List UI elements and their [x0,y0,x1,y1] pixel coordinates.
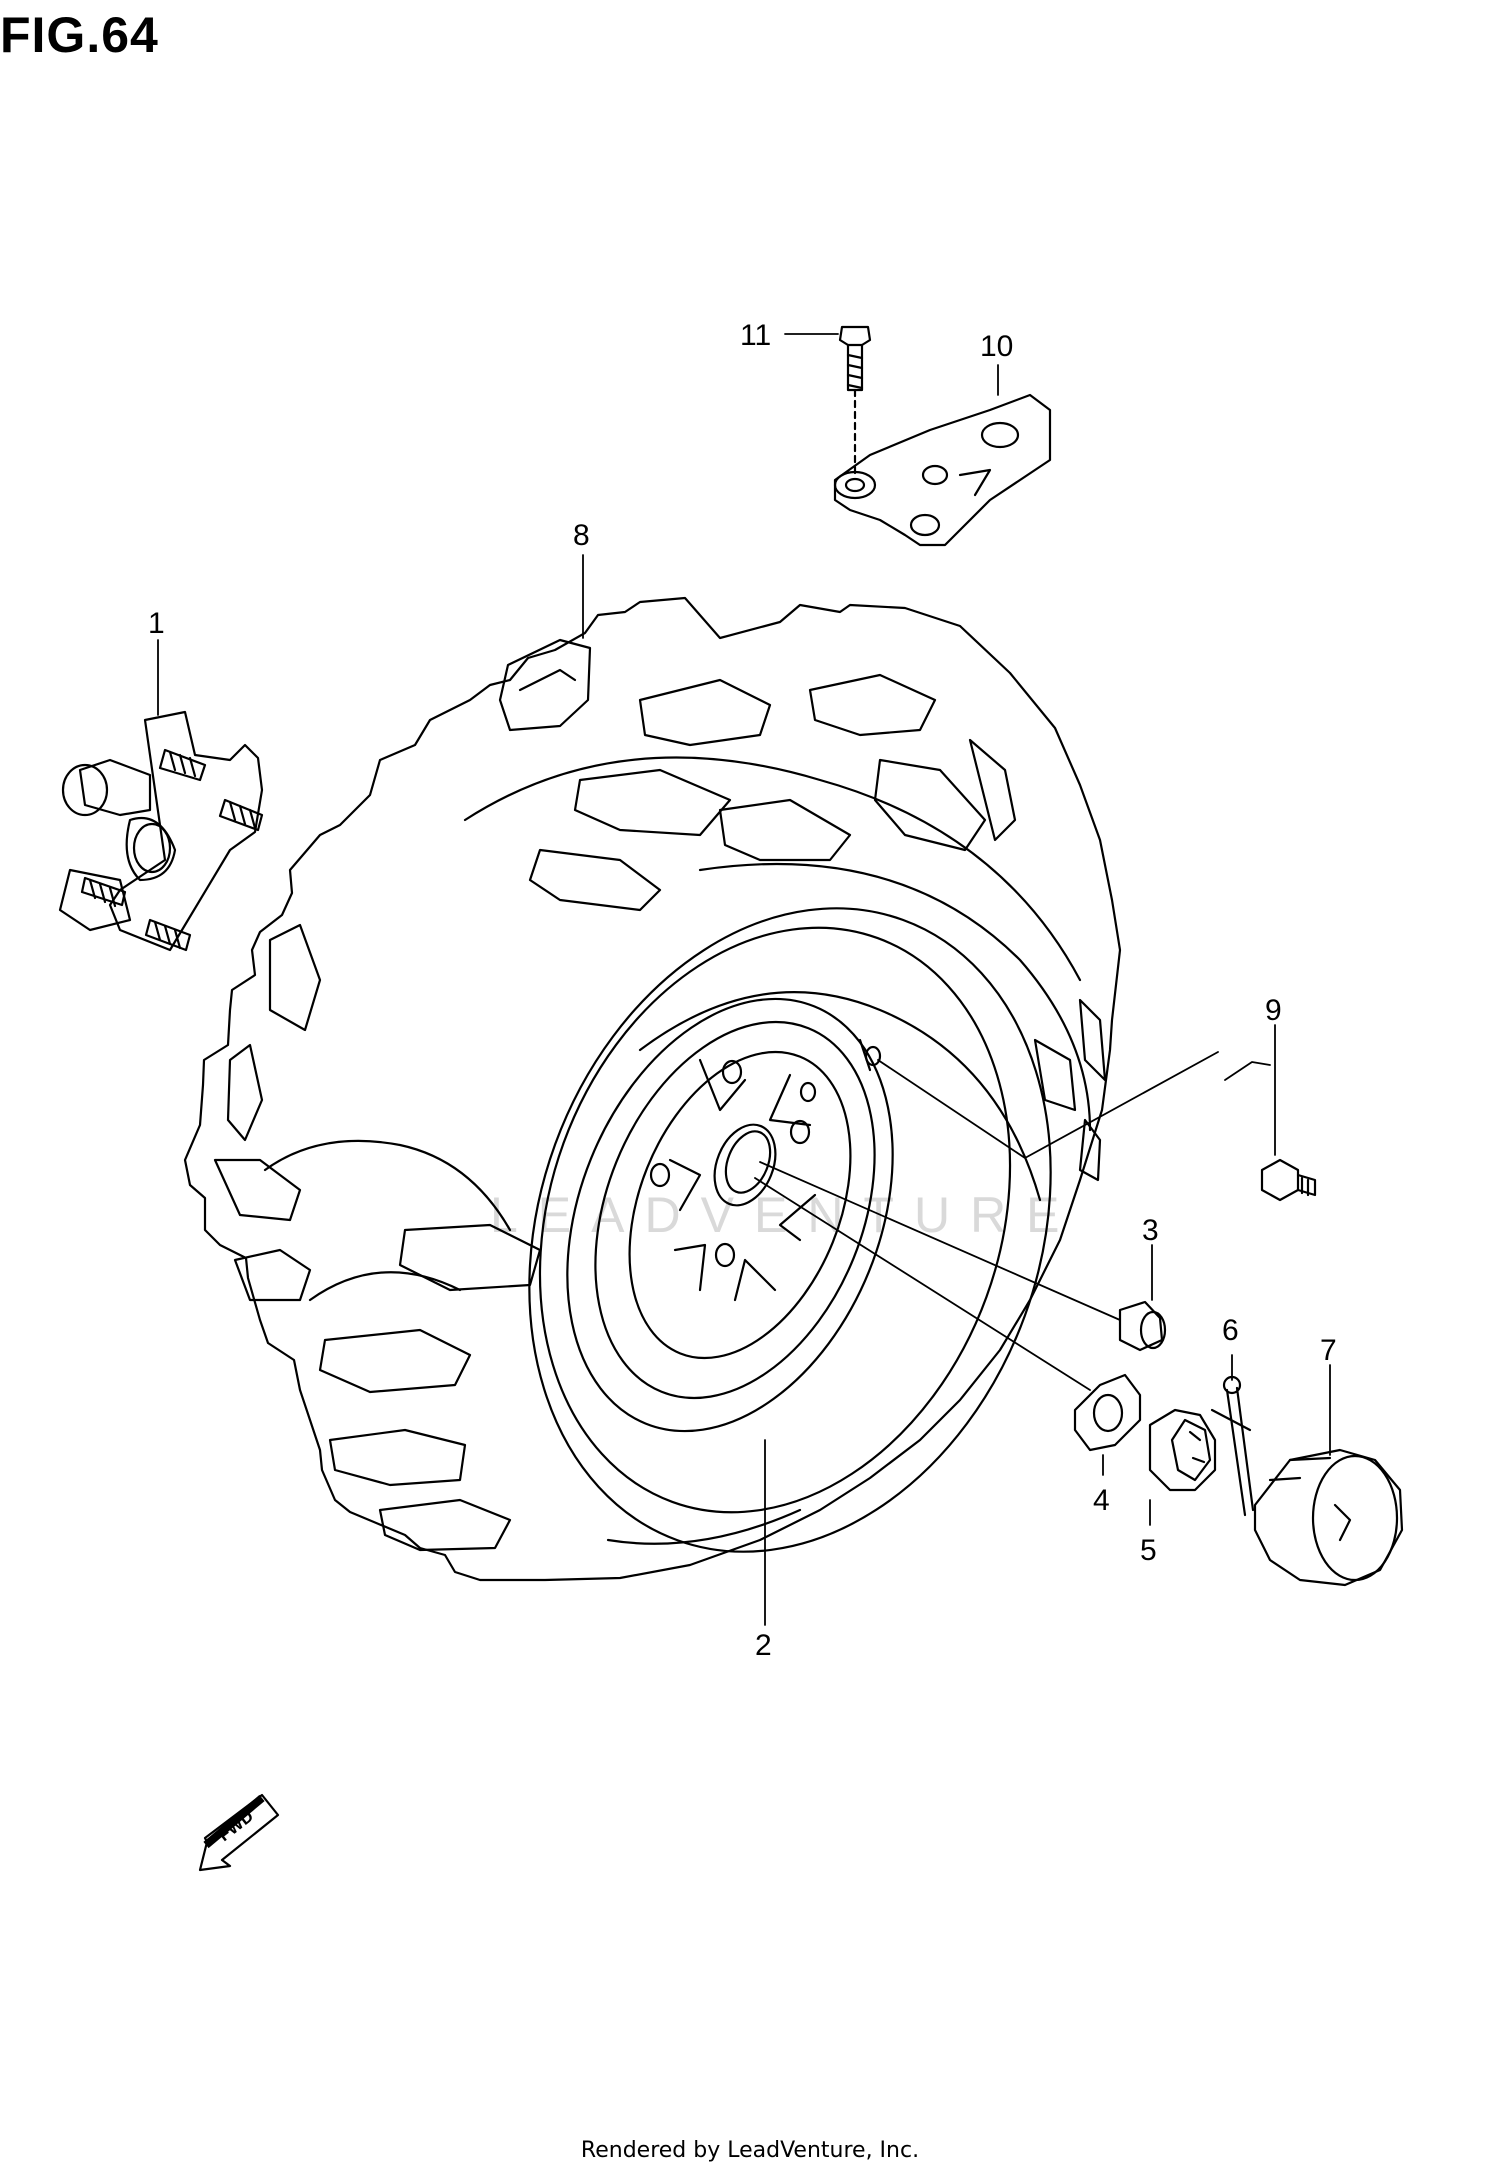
callout-10: 10 [980,330,1013,363]
callout-9: 9 [1265,994,1282,1027]
cap-nut [1118,1300,1167,1352]
cotter-pin [1210,1375,1255,1517]
callout-7: 7 [1320,1334,1337,1367]
wheel-rim [566,997,894,1433]
callout-labels: 1 2 3 4 5 6 7 8 9 10 11 [148,319,1337,1662]
leader-lines [157,333,1331,1626]
callout-6: 6 [1222,1314,1239,1347]
callout-8: 8 [573,519,590,552]
figure-title: FIG.64 [0,7,159,63]
castle-nut [1148,1408,1217,1492]
hub-cap [1253,1448,1404,1587]
callout-4: 4 [1093,1484,1110,1517]
callout-11: 11 [740,319,771,352]
lock-washer [1073,1373,1142,1452]
bracket [833,393,1052,547]
watermark: LEADVENTURE [490,1187,1080,1243]
wheel-hub [58,710,264,952]
fwd-arrow: FWD [198,1793,280,1872]
footer-credit: Rendered by LeadVenture, Inc. [580,2138,920,2163]
bolt [838,325,872,477]
tire [183,596,1122,1582]
tire-valve [1260,1158,1317,1202]
callout-2: 2 [755,1629,772,1662]
callout-3: 3 [1142,1214,1159,1247]
callout-5: 5 [1140,1534,1157,1567]
callout-1: 1 [148,607,165,640]
